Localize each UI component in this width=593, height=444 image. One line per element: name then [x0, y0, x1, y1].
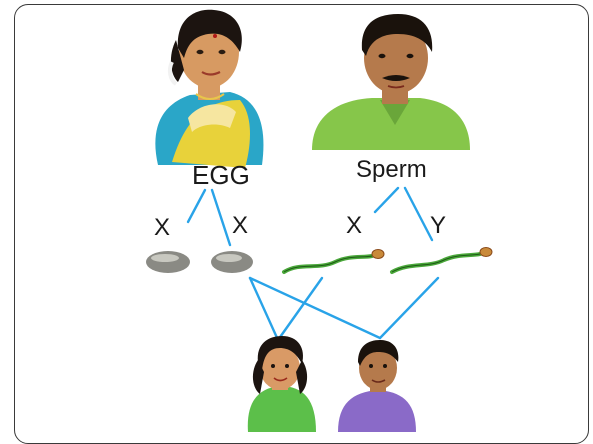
girl-illustration: [248, 336, 316, 432]
egg-label: EGG: [192, 162, 250, 188]
sperm-cells: [284, 248, 492, 273]
line-sperm-to-x: [375, 188, 398, 212]
line-sperm-to-y: [405, 188, 432, 240]
egg-cells: [146, 251, 253, 273]
line-egg-to-x2: [212, 190, 230, 245]
sperm-label: Sperm: [356, 158, 427, 182]
line-egg-to-x1: [188, 190, 205, 222]
sperm-chromosome-2: Y: [430, 214, 446, 238]
egg-chromosome-1: X: [154, 216, 170, 240]
egg-chromosome-2: X: [232, 214, 248, 238]
father-illustration: [312, 14, 470, 150]
line-egg2-to-girl: [250, 278, 278, 340]
mother-illustration: [155, 10, 263, 168]
sperm-chromosome-1: X: [346, 214, 362, 238]
line-spermy-to-boy: [380, 278, 438, 338]
boy-illustration: [338, 340, 416, 432]
